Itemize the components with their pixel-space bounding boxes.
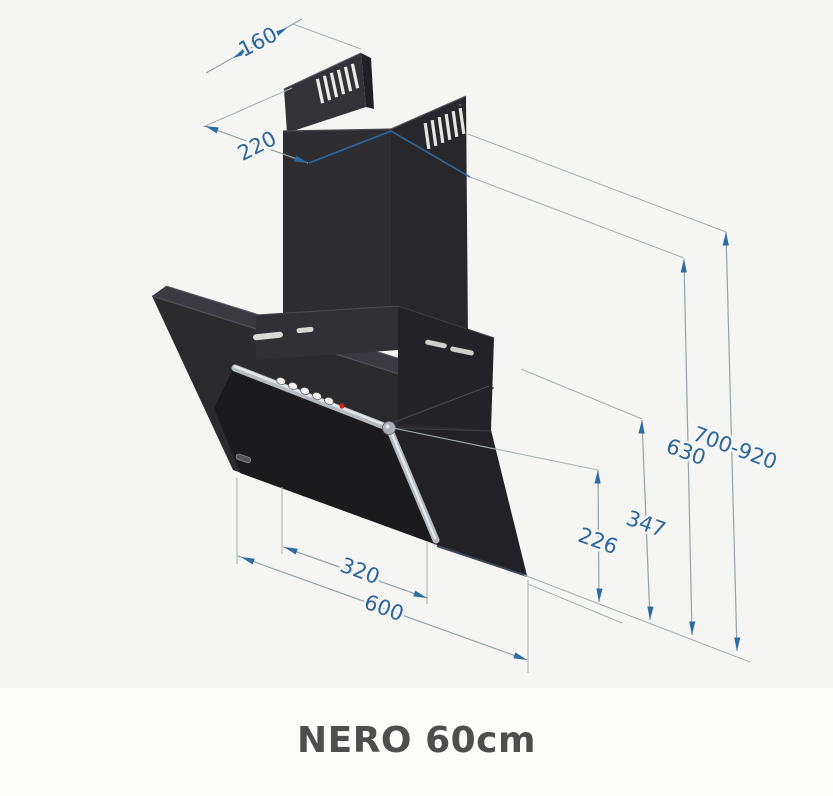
chimney-outer-right-face [391, 96, 468, 349]
dimension-arrows [205, 28, 741, 660]
arrow-600-right [513, 652, 527, 660]
dimension-label-220: 220 [234, 126, 281, 166]
brand-logo [235, 453, 252, 464]
arrow-347-top [638, 420, 645, 434]
arrow-226-bottom [596, 588, 603, 602]
duct-vent-slot [253, 331, 283, 341]
duct-housing-top-edge-right [397, 305, 495, 339]
dimension-label-160: 160 [235, 22, 282, 62]
baseline-double [527, 583, 623, 624]
chimney-outer-left-face [283, 129, 391, 357]
dim-226-extension [392, 427, 599, 471]
chimney-inner-top-edge [283, 52, 362, 90]
duct-housing-top-edge-left [255, 305, 399, 316]
dim-160-line [205, 18, 303, 74]
baseline [523, 574, 751, 663]
chimney-inner-right-face [361, 53, 374, 109]
arrow-320-left [284, 547, 298, 555]
control-buttons [276, 377, 345, 409]
duct-vent-slot [425, 339, 447, 349]
control-button [300, 387, 310, 395]
dim-220-reference-ring [308, 130, 471, 178]
duct-housing-left-face [256, 306, 398, 360]
arrow-700-920-bottom [734, 637, 741, 651]
control-button [312, 392, 322, 400]
control-button [288, 382, 298, 390]
duct-housing [253, 305, 495, 430]
arrow-347-bottom [647, 606, 654, 620]
arrow-160-a [233, 48, 247, 58]
dim-600-line [237, 555, 528, 661]
dim-630-extension [469, 176, 685, 259]
power-led [339, 403, 345, 409]
trim-hinge-highlight [385, 424, 390, 429]
duct-vent-slot [450, 346, 474, 356]
arrow-600-left [241, 557, 255, 565]
glass-panel [214, 369, 437, 545]
control-button [276, 377, 286, 385]
glass-bottom-edge-highlight [436, 545, 528, 577]
glass-trim [231, 364, 440, 544]
dim-700-920-extension [467, 133, 727, 233]
dimension-label-347: 347 [623, 506, 669, 542]
duct-vent-slot [296, 326, 314, 334]
dim-630-line [683, 258, 693, 636]
chimney [282, 52, 468, 357]
vent-slots-upper [315, 63, 360, 104]
chimney-outer-top-edge-right [390, 95, 467, 130]
arrow-630-bottom [689, 621, 696, 635]
dim-347-extension [520, 368, 643, 420]
dimension-label-600: 600 [361, 590, 407, 626]
arrow-220-b [294, 155, 308, 163]
hood-right-face [391, 428, 527, 576]
dimension-label-226: 226 [575, 523, 621, 559]
title-band [0, 688, 833, 796]
dim-220-extension [202, 87, 293, 128]
duct-housing-right-face [398, 306, 494, 430]
dim-347-line [641, 419, 651, 621]
product-title: NERO 60cm [296, 720, 537, 761]
chimney-screw-dot [458, 103, 462, 107]
dimension-label-700-920: 700-920 [690, 422, 781, 475]
arrow-226-top [594, 470, 601, 484]
arrow-220-a [205, 126, 219, 134]
chimney-outer-top-edge-left [282, 128, 392, 132]
control-button [324, 397, 334, 405]
dim-226-line [597, 469, 600, 603]
hood-inner-fold-edge [391, 385, 490, 424]
arrow-160-b [273, 28, 287, 38]
arrow-630-top [680, 259, 687, 273]
dimension-label-320: 320 [337, 553, 383, 589]
arrow-700-920-top [722, 232, 729, 246]
arrow-320-right [413, 590, 427, 598]
vent-slots-lower [423, 107, 466, 150]
dim-700-920-line [725, 231, 738, 652]
dim-160-extension [292, 23, 362, 50]
hood-right-face-top-edge [390, 427, 492, 432]
dim-220-line [204, 125, 309, 164]
dim-320-line [282, 546, 428, 599]
